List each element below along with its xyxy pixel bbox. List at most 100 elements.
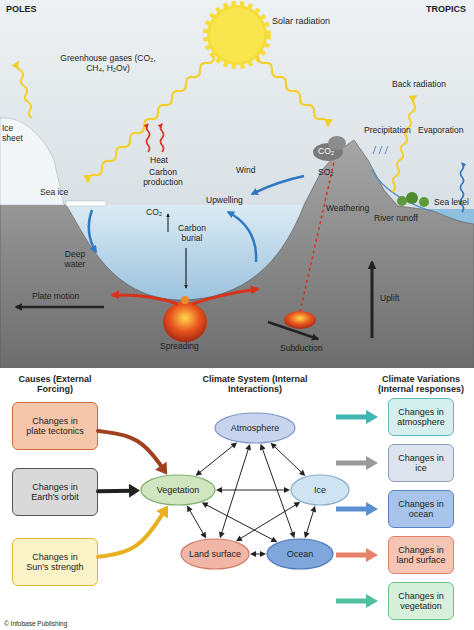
illustration-label: Sea ice	[40, 188, 68, 198]
ellipse-shape	[215, 413, 295, 443]
interaction-arrow	[198, 445, 234, 474]
solar-wave	[88, 56, 214, 182]
ellipse-shape	[267, 539, 333, 569]
ellipse-shape	[291, 475, 349, 505]
connector-group	[98, 505, 168, 556]
connector-group	[236, 502, 300, 541]
connector-group	[98, 431, 167, 475]
illustration-label: Precipitation	[364, 126, 411, 136]
arrow-head	[290, 532, 296, 539]
arrow-head	[304, 532, 310, 539]
node-label: Changes in vegetation	[395, 591, 447, 611]
ellipse-shape	[181, 539, 249, 569]
illustration-label: Carbon burial	[172, 224, 212, 243]
sea-ice	[66, 201, 106, 206]
illustration-label: Ice sheet	[2, 124, 32, 143]
connector-group	[304, 506, 316, 538]
node-label: Ocean	[287, 549, 314, 559]
illustration-label: Uplift	[380, 294, 399, 304]
illustration-label: Weathering	[326, 204, 369, 214]
response-box: Changes in ocean	[388, 490, 454, 528]
illustration-label: TROPICS	[426, 4, 466, 14]
response-box: Changes in ice	[388, 444, 454, 482]
arrow-head	[299, 470, 305, 476]
illustration-label: Evaporation	[418, 126, 463, 136]
arrow-head	[310, 506, 316, 513]
interaction-arrow	[221, 447, 249, 534]
connector-group	[216, 487, 290, 493]
system-ellipse: Atmosphere	[214, 412, 296, 444]
uplift-arrow	[371, 262, 374, 338]
copyright-note: © Infobase Publishing	[4, 620, 67, 627]
system-ellipse: Vegetation	[140, 474, 216, 506]
arrow-head	[260, 551, 266, 557]
forcing-arrow	[98, 511, 164, 557]
interaction-arrow	[262, 447, 293, 535]
node-text-block: Changes in ice	[389, 445, 453, 481]
illustration-label: SO₂	[318, 168, 334, 178]
illustration-label: CO₂	[318, 147, 334, 157]
ellipse-shape	[141, 475, 215, 505]
tree	[406, 192, 418, 204]
illustration-label: Upwelling	[206, 196, 243, 206]
node-text-block: Atmosphere	[214, 412, 296, 444]
column-heading: Climate System (Internal Interactions)	[190, 374, 320, 394]
tree	[397, 196, 407, 206]
arrow-head	[129, 484, 140, 498]
magma-path	[300, 162, 334, 312]
solar-wave	[258, 56, 328, 126]
sky	[0, 0, 474, 372]
node-label: Atmosphere	[231, 423, 280, 433]
cause-box: Changes in plate tectonics	[12, 402, 98, 450]
node-text-block: Vegetation	[140, 474, 216, 506]
node-text-block: Changes in atmosphere	[389, 399, 453, 435]
node-label: Changes in atmosphere	[395, 407, 447, 427]
subduction-magma	[284, 311, 316, 329]
node-label: Vegetation	[157, 485, 200, 495]
back-radiation-wave	[392, 96, 416, 192]
system-ellipse: Ocean	[266, 538, 334, 570]
tree	[419, 197, 429, 207]
system-ellipse: Land surface	[180, 538, 250, 570]
illustration-label: Plate motion	[32, 292, 79, 302]
arrow-head	[156, 505, 168, 518]
illustration-label: Sea level	[434, 198, 469, 208]
connector-group	[196, 442, 238, 475]
illustration-label: CO₂	[146, 208, 162, 218]
vent-glow	[181, 296, 189, 304]
arrow-head	[271, 537, 278, 542]
node-label: Ice	[314, 485, 326, 495]
interaction-arrow	[306, 509, 314, 535]
arrow-head	[155, 462, 167, 475]
node-label: Changes in Earth's orbit	[25, 482, 85, 502]
illustration-label: Wind	[236, 166, 255, 176]
illustration-label: Greenhouse gases (CO₂, CH₄, H₂Ov)	[56, 54, 160, 73]
interaction-arrow	[273, 445, 303, 473]
column-heading: Causes (External Forcing)	[0, 374, 110, 394]
forcing-arrow	[98, 489, 133, 494]
heat-wave	[161, 124, 164, 152]
forcing-arrow	[98, 431, 163, 469]
arrow-head	[196, 470, 203, 476]
interaction-arrow	[220, 490, 287, 491]
column-heading: Climate Variations (Internal responses)	[365, 374, 474, 394]
arrow-head	[187, 506, 193, 513]
illustration-label: Subduction	[280, 344, 323, 354]
arrow-head	[271, 443, 277, 449]
connector-group	[260, 444, 295, 538]
arrow-head	[200, 532, 206, 539]
response-arrow	[336, 502, 378, 516]
node-text-block: Ice	[290, 474, 350, 506]
panel-background	[0, 368, 474, 630]
connector-group	[250, 551, 266, 557]
illustration-label: Solar radiation	[272, 16, 330, 26]
response-box: Changes in land surface	[388, 536, 454, 574]
subduction-arrow	[268, 322, 318, 339]
illustration-label: Spreading	[160, 342, 199, 352]
connector-group	[187, 506, 206, 539]
system-ellipse: Ice	[290, 474, 350, 506]
node-label: Changes in plate tectonics	[25, 416, 85, 436]
river	[372, 170, 430, 211]
crust-rock	[0, 140, 474, 372]
arrow-head	[231, 442, 238, 448]
